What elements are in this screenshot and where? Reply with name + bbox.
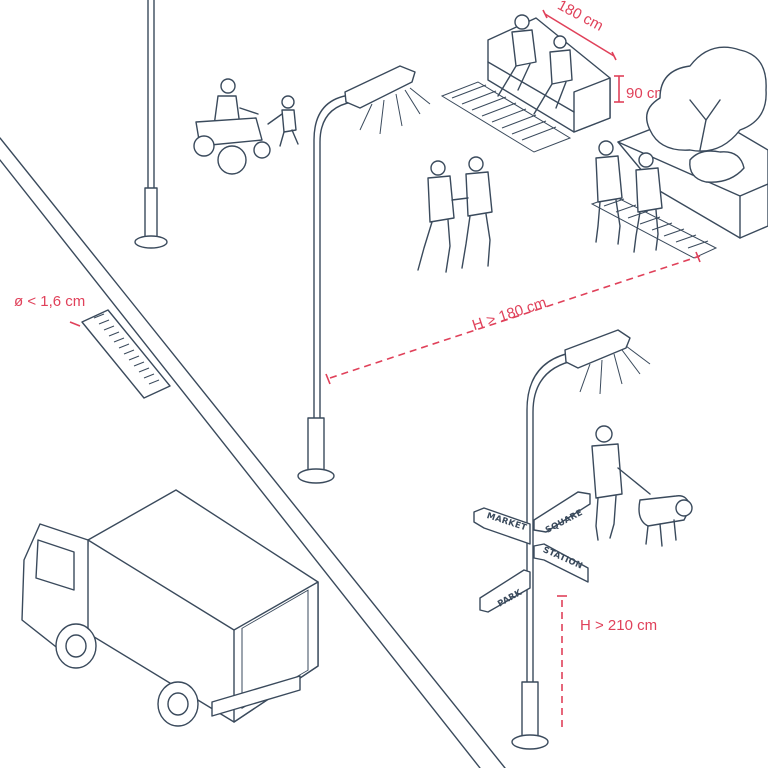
sign-square: SQUARE [533, 491, 591, 536]
sign-market: MARKET [473, 507, 531, 545]
grate-gap-label: ø < 1,6 cm [14, 293, 85, 310]
clear-path-dimension [329, 255, 701, 379]
child [267, 95, 299, 147]
walking-couple-center [417, 156, 493, 273]
utility-pole [134, 0, 168, 249]
drain-grate [69, 309, 171, 399]
bench-length-label: 180 cm [555, 0, 606, 35]
street-lamp-signpost [511, 329, 651, 750]
truck [21, 489, 319, 727]
bench-length-dimension [544, 13, 615, 57]
road-edge-upper [0, 137, 506, 768]
road-edge-lower [0, 159, 481, 768]
walking-couple-right [595, 140, 663, 253]
sign-clearance-label: H > 210 cm [580, 617, 657, 634]
street-lamp-left [297, 65, 431, 484]
tree-planter [617, 46, 768, 239]
person-with-guide-dog [591, 425, 651, 541]
tactile-paving-bench [440, 81, 572, 153]
guide-dog [638, 495, 693, 547]
seated-people [497, 14, 573, 115]
sign-park: PARK [479, 569, 531, 613]
sign-station: STATION [533, 543, 589, 583]
bench-height-label: 90 cm [626, 85, 667, 102]
clear-path-label: H > 180 cm [470, 294, 549, 334]
wheelchair-user [193, 78, 271, 175]
